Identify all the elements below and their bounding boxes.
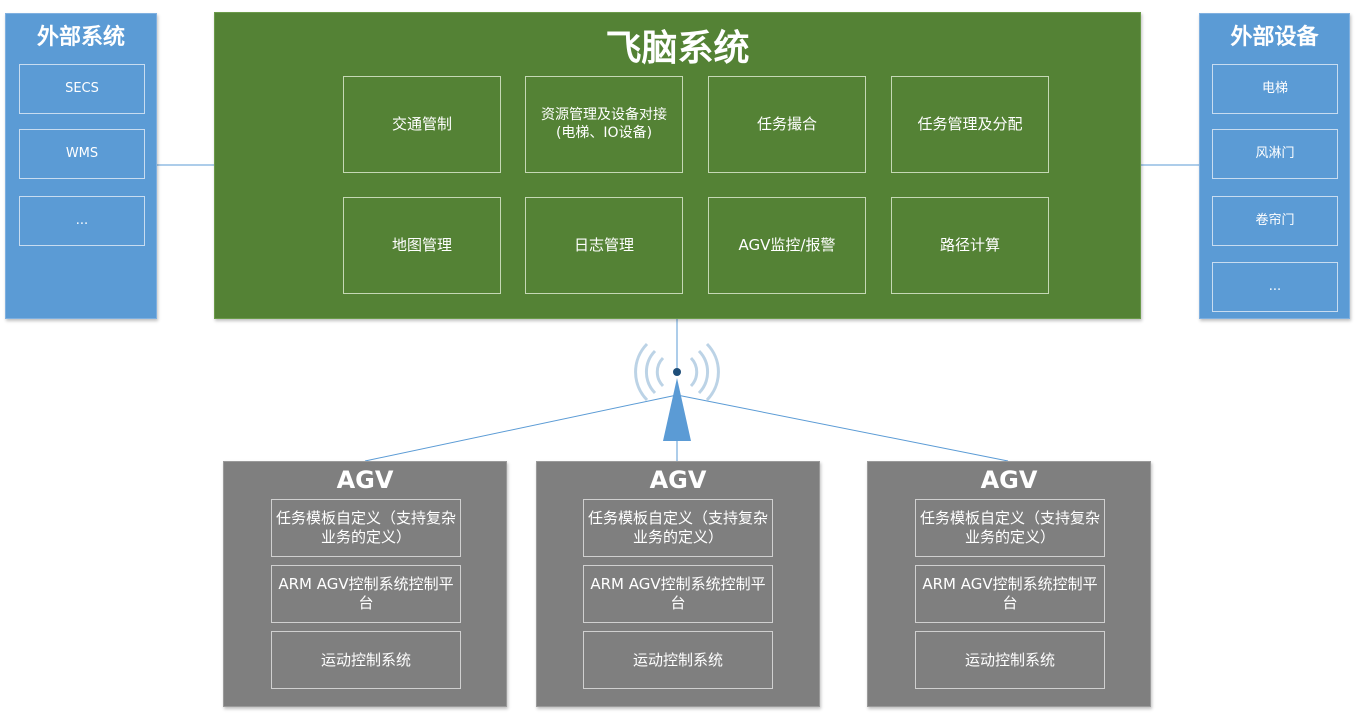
agv-module-arm-control[interactable]: ARM AGV控制系统控制平台 (583, 565, 773, 623)
external-device-item[interactable]: ... (1212, 262, 1338, 312)
core-module-task-assignment[interactable]: 任务管理及分配 (891, 76, 1049, 173)
external-device-item[interactable]: 风淋门 (1212, 129, 1338, 179)
agv-title: AGV (980, 466, 1038, 494)
external-system-item[interactable]: ... (19, 196, 145, 246)
agv-module-arm-control[interactable]: ARM AGV控制系统控制平台 (915, 565, 1105, 623)
core-module-task-matching[interactable]: 任务撮合 (708, 76, 866, 173)
wireless-tower-icon (634, 342, 720, 441)
external-devices-title: 外部设备 (1230, 25, 1319, 50)
core-system-title: 飞脑系统 (605, 28, 750, 69)
agv-title: AGV (649, 466, 707, 494)
core-module-resource-management[interactable]: 资源管理及设备对接 (电梯、IO设备) (525, 76, 683, 173)
agv-module-motion-control[interactable]: 运动控制系统 (271, 631, 461, 689)
core-module-path-calculation[interactable]: 路径计算 (891, 197, 1049, 294)
agv-title: AGV (336, 466, 394, 494)
agv-module-task-template[interactable]: 任务模板自定义（支持复杂业务的定义） (271, 499, 461, 557)
external-systems-panel: 外部系统 SECS WMS ... (5, 13, 157, 319)
agv-module-arm-control[interactable]: ARM AGV控制系统控制平台 (271, 565, 461, 623)
agv-panel-3: AGV 任务模板自定义（支持复杂业务的定义） ARM AGV控制系统控制平台 运… (867, 461, 1151, 707)
external-devices-panel: 外部设备 电梯 风淋门 卷帘门 ... (1199, 13, 1350, 319)
agv-panel-2: AGV 任务模板自定义（支持复杂业务的定义） ARM AGV控制系统控制平台 运… (536, 461, 820, 707)
external-system-item[interactable]: WMS (19, 129, 145, 179)
external-device-item[interactable]: 卷帘门 (1212, 196, 1338, 246)
core-module-agv-monitoring[interactable]: AGV监控/报警 (708, 197, 866, 294)
agv-panel-1: AGV 任务模板自定义（支持复杂业务的定义） ARM AGV控制系统控制平台 运… (223, 461, 507, 707)
external-device-item[interactable]: 电梯 (1212, 64, 1338, 114)
external-system-item[interactable]: SECS (19, 64, 145, 114)
agv-module-task-template[interactable]: 任务模板自定义（支持复杂业务的定义） (915, 499, 1105, 557)
core-module-traffic-control[interactable]: 交通管制 (343, 76, 501, 173)
core-module-log-management[interactable]: 日志管理 (525, 197, 683, 294)
external-systems-title: 外部系统 (36, 25, 125, 50)
agv-module-task-template[interactable]: 任务模板自定义（支持复杂业务的定义） (583, 499, 773, 557)
connector-tower-agv-3 (676, 394, 1009, 462)
core-module-map-management[interactable]: 地图管理 (343, 197, 501, 294)
core-system-panel: 飞脑系统 交通管制 资源管理及设备对接 (电梯、IO设备) 任务撮合 任务管理及… (214, 12, 1141, 319)
connector-tower-agv-1 (364, 394, 678, 462)
agv-module-motion-control[interactable]: 运动控制系统 (915, 631, 1105, 689)
agv-module-motion-control[interactable]: 运动控制系统 (583, 631, 773, 689)
